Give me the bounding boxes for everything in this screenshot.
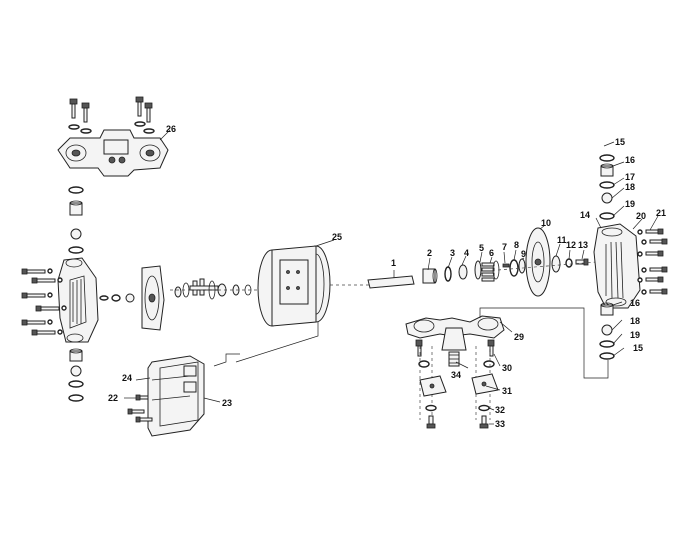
center-body-25 — [257, 239, 335, 327]
callout-29: 29 — [514, 332, 524, 342]
air-valve-block-23 — [147, 355, 205, 437]
seal-3 — [444, 266, 452, 282]
callout-3: 3 — [450, 248, 455, 258]
callout-19: 19 — [625, 199, 635, 209]
manifold-washer — [143, 128, 155, 134]
diaphragm-10 — [525, 227, 551, 297]
callout-7: 7 — [502, 242, 507, 252]
foot-washer-32 — [425, 404, 490, 412]
left-check-valve-stack-bottom — [68, 348, 84, 402]
callout-13: 13 — [578, 240, 588, 250]
manifold-washer — [68, 124, 80, 130]
callout-16: 16 — [625, 155, 635, 165]
callout-31: 31 — [502, 386, 512, 396]
callout-33: 33 — [495, 419, 505, 429]
callout-22: 22 — [108, 393, 118, 403]
callout-14: 14 — [580, 210, 590, 220]
callout-2: 2 — [427, 248, 432, 258]
bushing-2 — [422, 268, 438, 284]
callout-10: 10 — [541, 218, 551, 228]
callout-15-lower: 15 — [633, 343, 643, 353]
callout-11: 11 — [557, 235, 567, 245]
manifold-washer — [134, 121, 146, 127]
callout-16-lower: 16 — [630, 298, 640, 308]
washer-12 — [565, 258, 573, 268]
callout-18: 18 — [625, 182, 635, 192]
callout-32: 32 — [495, 405, 505, 415]
plate-11 — [551, 255, 561, 273]
right-check-valve-stack-top — [599, 154, 615, 220]
callout-leaders — [124, 141, 659, 425]
callout-4: 4 — [464, 248, 469, 258]
bottom-manifold-29 — [405, 315, 513, 351]
right-outer-chamber-14 — [593, 223, 641, 309]
callout-labels: 1 2 3 4 5 6 7 8 9 10 11 12 13 14 15 16 1… — [108, 124, 666, 429]
part-4 — [458, 264, 468, 280]
top-manifold — [57, 129, 169, 177]
mounting-foot-31 — [419, 373, 499, 397]
reference-leader-lines — [213, 307, 609, 379]
callout-18-lower: 18 — [630, 316, 640, 326]
callout-20: 20 — [636, 211, 646, 221]
callout-6: 6 — [489, 248, 494, 258]
callout-1: 1 — [391, 258, 396, 268]
left-check-valve-stack-top — [68, 186, 84, 254]
callout-19-lower: 19 — [630, 330, 640, 340]
top-manifold-assembly — [57, 96, 171, 177]
right-housing-bolts-21 — [637, 228, 668, 295]
manifold-bolt-right-2 — [144, 102, 153, 123]
center-shaft-hardware — [170, 278, 262, 300]
left-housing-bolts — [21, 268, 67, 336]
callout-8: 8 — [514, 240, 519, 250]
bolt-13 — [575, 258, 589, 266]
air-valve-screws-22 — [127, 394, 153, 423]
callout-15: 15 — [615, 137, 625, 147]
left-diaphragm-group — [99, 265, 190, 331]
manifold-bolt-left-2 — [81, 102, 90, 123]
callout-25: 25 — [332, 232, 342, 242]
shaft-1 — [367, 270, 415, 289]
manifold-washer — [80, 128, 92, 134]
callout-24: 24 — [122, 373, 132, 383]
left-outer-chamber — [57, 257, 99, 343]
callout-23: 23 — [222, 398, 232, 408]
foot-bolt-33 — [426, 415, 489, 429]
callout-9: 9 — [521, 249, 526, 259]
part-5-6 — [474, 260, 500, 282]
manifold-bolt-right-1 — [135, 96, 144, 117]
callout-5: 5 — [479, 243, 484, 253]
callout-30: 30 — [502, 363, 512, 373]
bottom-manifold-hardware — [415, 339, 495, 420]
callout-12: 12 — [566, 240, 576, 250]
callout-17: 17 — [625, 172, 635, 182]
callout-21: 21 — [656, 208, 666, 218]
callout-26: 26 — [166, 124, 176, 134]
muffler-34 — [448, 351, 460, 367]
part-7-8-9 — [502, 258, 526, 277]
manifold-bolt-left-1 — [69, 98, 78, 119]
right-check-valve-stack-bottom — [599, 302, 615, 360]
callout-34: 34 — [451, 370, 461, 380]
